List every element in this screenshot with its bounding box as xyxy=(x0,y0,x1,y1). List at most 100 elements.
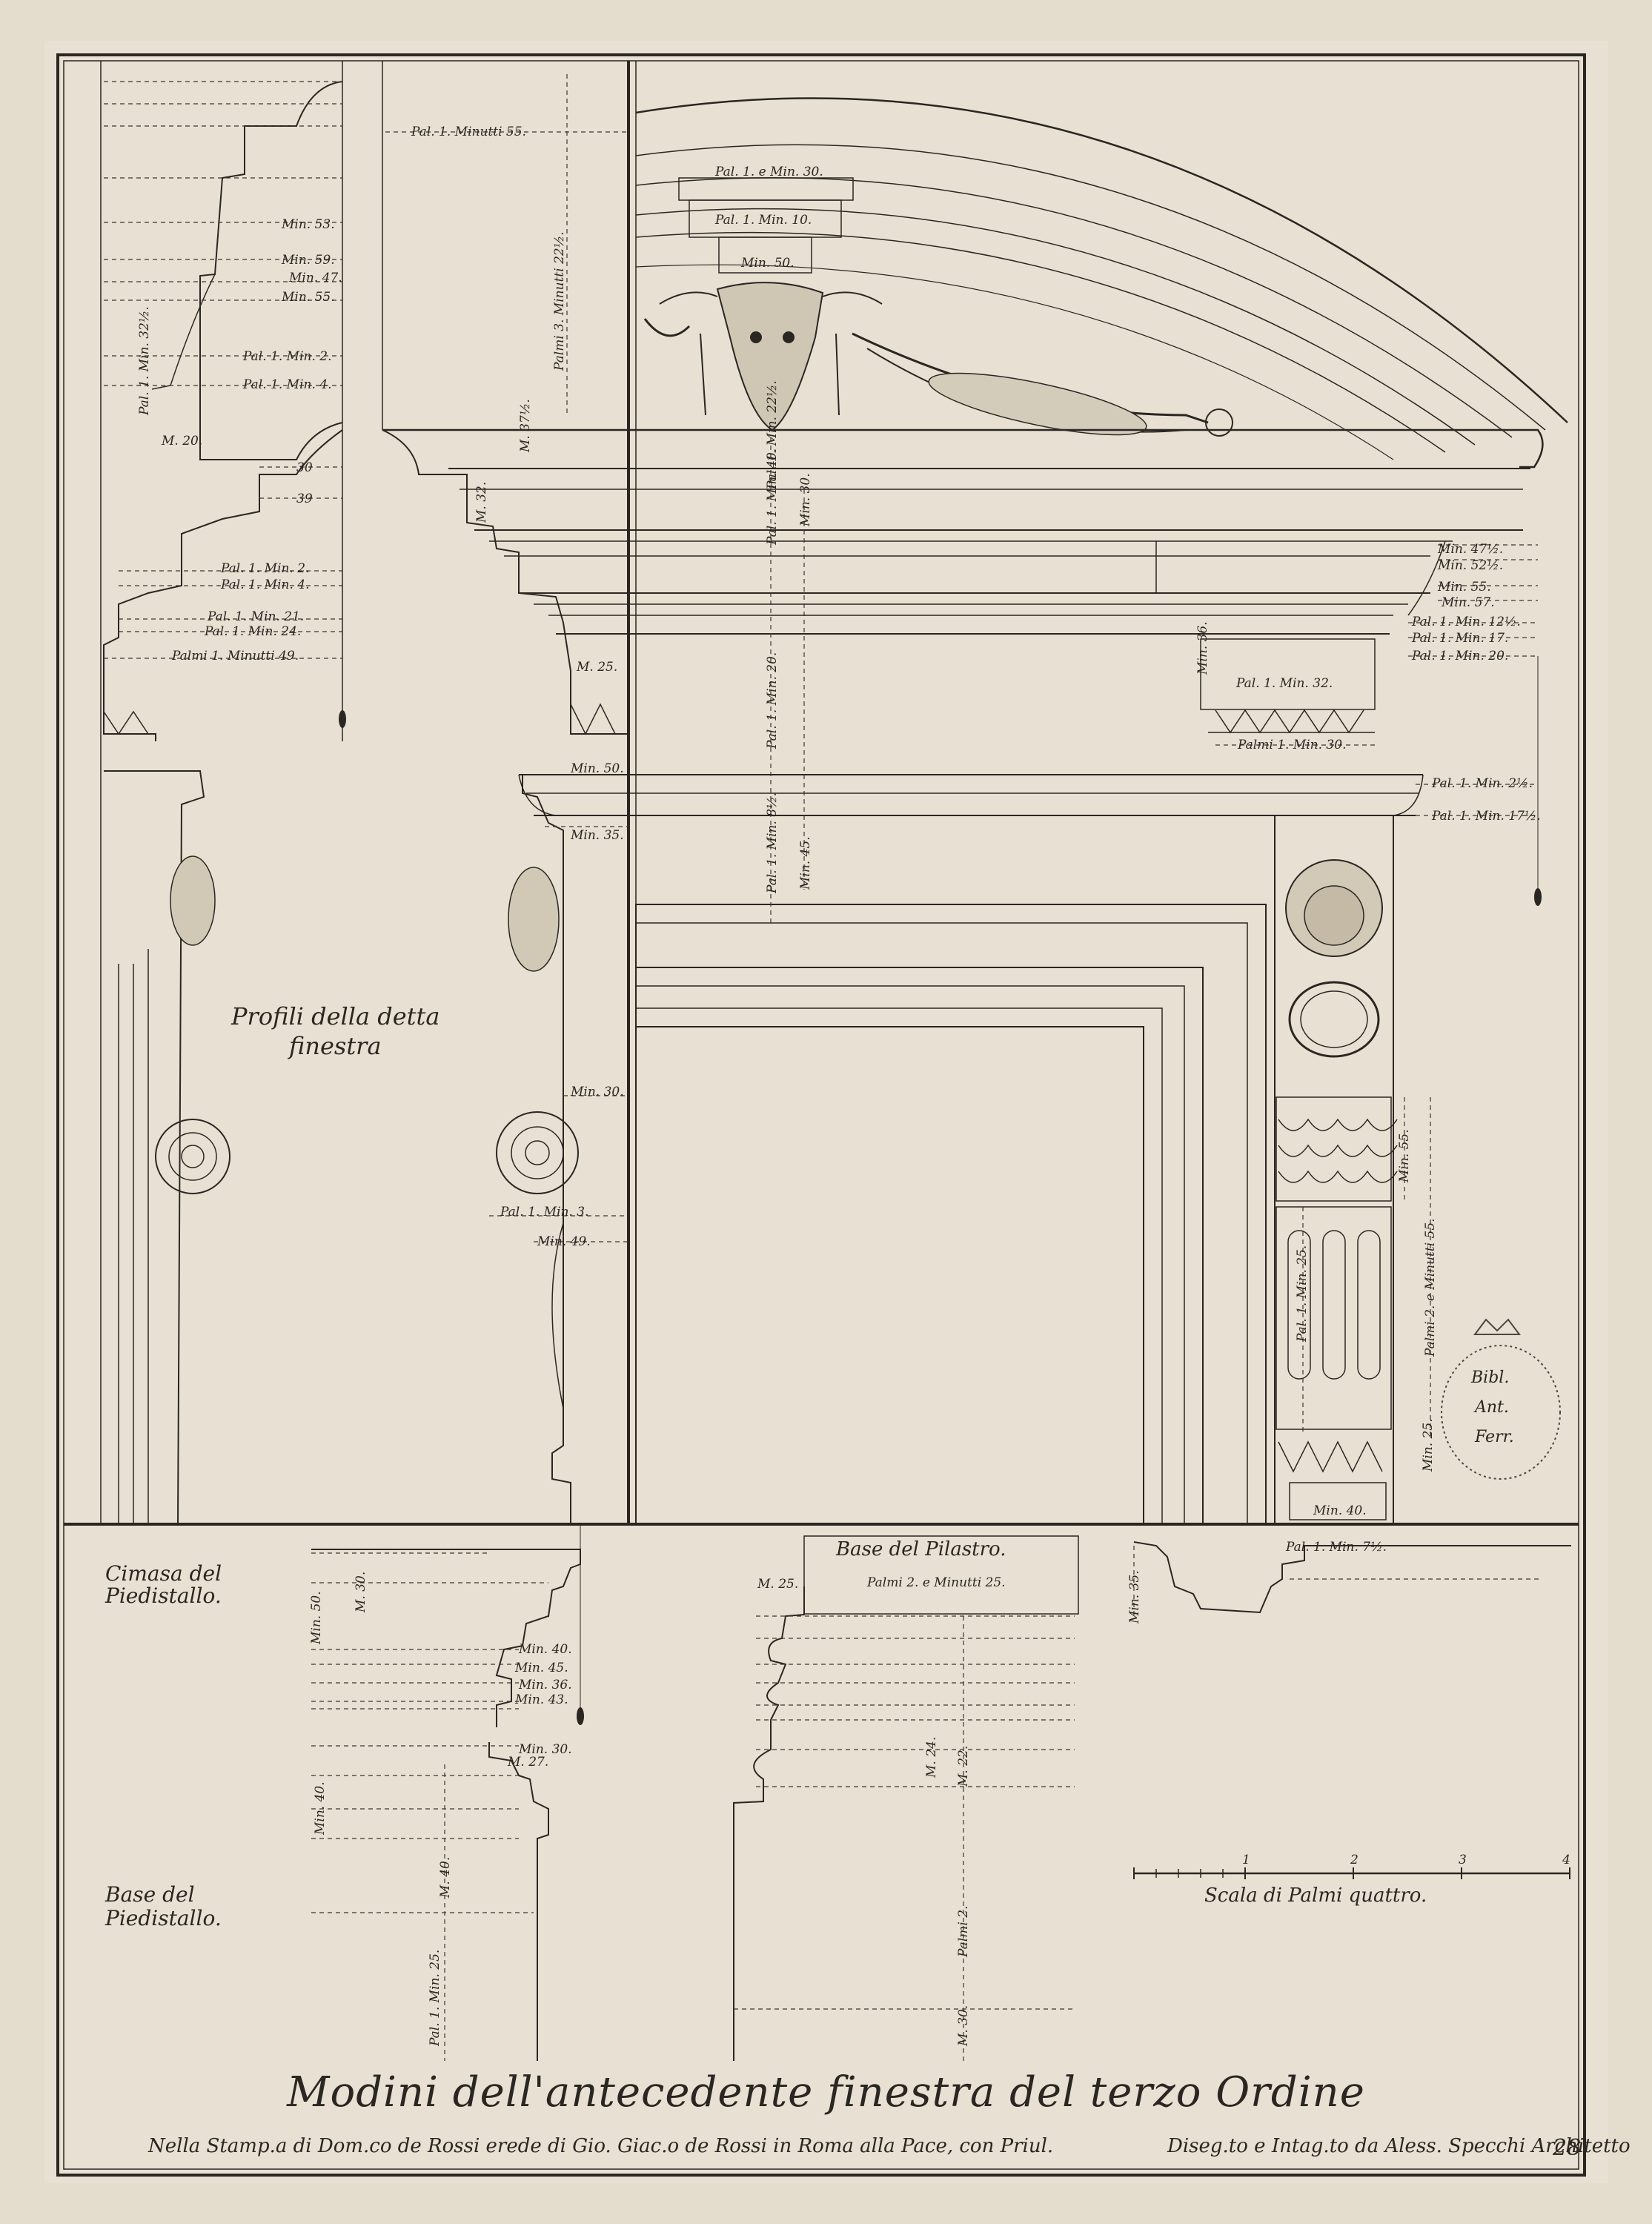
plate-title: Modini dell'antecedente finestra del ter… xyxy=(287,2068,1365,2117)
fluted-panel xyxy=(1276,1206,1392,1520)
dim-text: Min. 55. xyxy=(1437,580,1491,595)
dims-left-profile: Pal. 1. Min. 2. Pal. 1. Min. 4. Pal. 1. … xyxy=(137,217,342,663)
dim-text: Palmi 3. Minutti 22½. xyxy=(552,231,567,371)
dim-text: Palmi 1. Min. 30. xyxy=(1237,738,1346,752)
dim-text: Palmi 2. xyxy=(956,1906,971,1958)
dim-text: M. 30. xyxy=(956,2005,971,2047)
window-frame xyxy=(635,815,1394,1525)
label-base-piedistallo-line-1: Base del xyxy=(105,1882,195,1907)
dim-text: Min. 50. xyxy=(570,761,624,776)
dim-text: Pal. 1. Min. 22½. xyxy=(765,380,780,490)
scale-label: Scala di Palmi quattro. xyxy=(1204,1884,1427,1907)
cimasa-profile xyxy=(311,1549,581,1727)
dim-text: M. 22. xyxy=(956,1746,971,1787)
dim-text: Pal. 1. Min. 3. xyxy=(500,1205,589,1219)
dim-text: M. 40. xyxy=(438,1857,453,1899)
dim-text: Min. 30. xyxy=(570,1085,624,1099)
scale-tick-2: 2 xyxy=(1350,1853,1359,1867)
dim-text: Pal. 1. Min. 2½. xyxy=(1431,776,1533,791)
stamp-line-3: Ferr. xyxy=(1474,1428,1514,1446)
dim-text: Pal. 1. Min. 2. xyxy=(242,349,332,364)
label-base-pilastro: Base del Pilastro. xyxy=(835,1538,1006,1561)
label-cimasa-line-1: Cimasa del xyxy=(105,1561,222,1586)
dim-text: Min. 47½. xyxy=(1437,542,1503,557)
dim-text: Pal. 1. Min. 17. xyxy=(1411,631,1508,646)
dim-text: Min. 49. xyxy=(537,1234,591,1249)
author-imprint: Diseg.to e Intag.to da Aless. Specchi Ar… xyxy=(1167,2135,1631,2157)
dims-base-pilastro: Palmi 2. e Minutti 25. M. 25. M. 24. M. … xyxy=(757,1575,1006,2047)
capital-profile xyxy=(1133,1541,1571,1616)
dim-text: Min. 45. xyxy=(514,1661,568,1675)
label-base-piedistallo-line-2: Piedistallo. xyxy=(105,1906,222,1930)
left-profile-column xyxy=(104,770,230,1525)
dims-center: Pal. 1. Min. 40. Min. 30. Pal. 1. Min. 2… xyxy=(765,380,813,894)
dim-text: Pal. 1. Min. 32. xyxy=(1235,676,1333,691)
middle-profile xyxy=(382,429,628,1524)
scale-bar: 1 2 3 4 Scala di Palmi quattro. xyxy=(1133,1853,1570,1907)
dim-text: Pal. 1. Min. 7½. xyxy=(1285,1540,1387,1555)
dims-capital: Pal. 1. Min. 7½. Min. 35. xyxy=(1127,1540,1387,1624)
plumb-lines xyxy=(339,430,1542,1725)
dim-text: Pal. 1. Minutti 55. xyxy=(411,125,526,139)
dim-text: 39 xyxy=(296,492,313,506)
base-pilastro-profile xyxy=(733,1535,1079,2061)
dim-text: Pal. 1. Min. 40. xyxy=(765,449,780,546)
dim-text: Palmi 2. e Minutti 55. xyxy=(1423,1218,1438,1357)
bucranium-ornament xyxy=(643,282,1233,437)
dim-text: Min. 35. xyxy=(1127,1570,1142,1624)
dim-text: Min. 55. xyxy=(281,290,335,305)
dim-text: Pal. 1. Min. 20. xyxy=(765,652,780,749)
dim-text: Pal. 1. Min. 12½. xyxy=(1411,615,1521,629)
dim-text: Min. 55. xyxy=(1397,1129,1412,1183)
dim-text: 30 xyxy=(296,460,313,475)
dim-text: Palmi 2. e Minutti 25. xyxy=(866,1575,1006,1590)
dim-text: Pal. 1. Min. 2. xyxy=(220,561,310,576)
plate-number: 28 xyxy=(1553,2135,1582,2161)
dim-text: Pal. 1. Min. 24. xyxy=(204,624,301,639)
dim-text: M. 30. xyxy=(354,1572,368,1613)
dim-text: Min. 52½. xyxy=(1437,558,1503,573)
inner-border xyxy=(63,60,1579,2170)
dim-text: M. 32. xyxy=(474,482,489,523)
scale-tick-4: 4 xyxy=(1562,1853,1570,1867)
dim-text: Pal. 1. Min. 4. xyxy=(242,377,332,392)
library-stamp: Bibl. Ant. Ferr. xyxy=(1441,1318,1561,1480)
cornice xyxy=(382,428,1544,734)
left-profile-cornice xyxy=(103,81,343,741)
scale-tick-1: 1 xyxy=(1242,1853,1250,1867)
base-piedistallo-profile xyxy=(311,1742,549,2061)
dim-text: Min. 50. xyxy=(309,1591,324,1645)
dim-text: M. 25. xyxy=(757,1577,798,1592)
publisher-imprint: Nella Stamp.a di Dom.co de Rossi erede d… xyxy=(148,2135,1054,2157)
dim-text: M. 37½. xyxy=(518,399,533,453)
dim-text: Min. 43. xyxy=(514,1692,568,1707)
dim-text: Min. 45. xyxy=(798,836,813,890)
dim-text: Min. 35. xyxy=(570,828,624,843)
dim-text: M. 24. xyxy=(924,1737,939,1778)
dim-text: Min. 57. xyxy=(1441,595,1495,610)
dim-text: Min. 47. xyxy=(288,271,342,285)
dim-text: Min. 59. xyxy=(281,253,335,268)
segmental-arch xyxy=(635,97,1568,460)
dims-right: Min. 47½. Min. 52½. Min. 55. Min. 57. Pa… xyxy=(1195,542,1541,1518)
dim-text: Pal. 1. Min. 20. xyxy=(1411,649,1508,663)
dim-text: Pal. 1. Min. 4. xyxy=(220,577,310,592)
dims-frieze: Pal. 1. Minutti 55. Palmi 3. Minutti 22½… xyxy=(411,125,624,1249)
dim-text: Min. 30. xyxy=(798,473,813,527)
dim-text: Pal. 1. Min. 10. xyxy=(714,213,812,228)
dim-text: Min. 40. xyxy=(518,1642,572,1657)
dim-text: Pal. 1. e Min. 30. xyxy=(714,165,823,179)
dim-text: Min. 36. xyxy=(1195,621,1210,675)
dim-text: Pal. 1. Min. 8½. xyxy=(765,792,780,894)
dim-text: Palmi 1. Minutti 49. xyxy=(171,649,299,663)
imbricated-panel xyxy=(1276,1096,1398,1202)
dim-text: Pal. 1. Min. 25. xyxy=(428,1950,442,2047)
dim-text: Pal. 1. Min. 32½. xyxy=(137,306,152,416)
dim-text: Pal. 1. Min. 25. xyxy=(1295,1245,1310,1343)
scale-tick-3: 3 xyxy=(1459,1853,1467,1867)
label-cimasa-line-2: Piedistallo. xyxy=(105,1583,222,1608)
dim-text: M. 27. xyxy=(507,1755,548,1770)
dim-text: M. 25. xyxy=(576,660,617,675)
dim-text: Pal. 1. Min. 21. xyxy=(207,609,304,624)
